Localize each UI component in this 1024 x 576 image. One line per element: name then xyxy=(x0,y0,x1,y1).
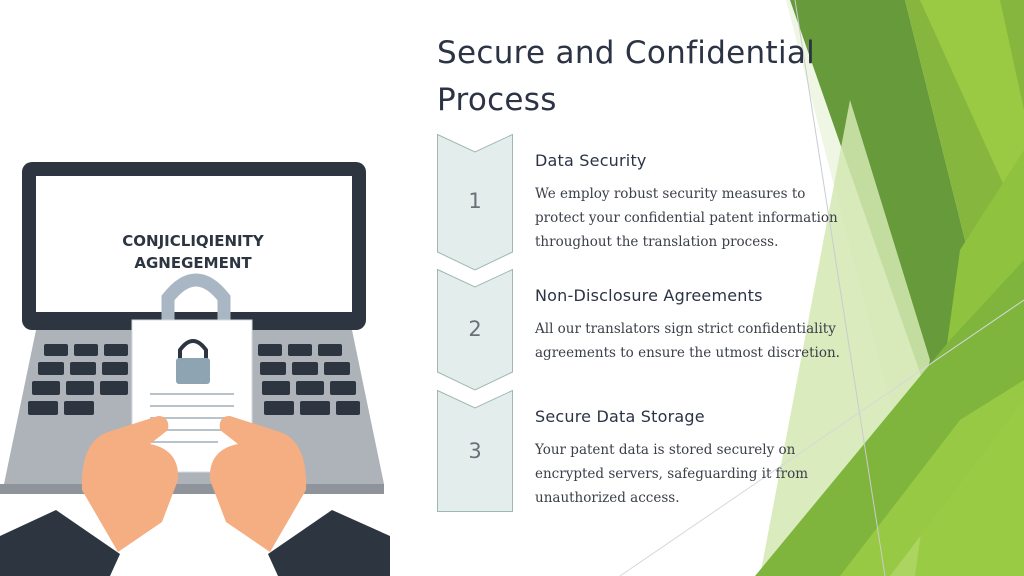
step-1-description: We employ robust security measures to pr… xyxy=(535,186,838,250)
screen-text-line1: CONJICLIQIENITY xyxy=(122,232,265,250)
confidentiality-illustration: CONJICLIQIENITY AGNEGEMENT xyxy=(0,162,390,576)
bg-thin-line-2 xyxy=(619,299,1024,576)
step-1-chevron-shape xyxy=(437,134,513,271)
step-1-number: 1 xyxy=(468,189,482,213)
step-2-chevron-shape xyxy=(437,269,513,391)
step-2-description: All our translators sign strict confiden… xyxy=(535,321,840,361)
step-2-title: Non-Disclosure Agreements xyxy=(535,286,763,305)
bg-shape-bottom-green xyxy=(755,260,1024,576)
step-1-chevron: 1 xyxy=(437,134,513,271)
step-2-number: 2 xyxy=(468,317,482,341)
slide-title: Secure and Confidential Process xyxy=(437,35,816,118)
keyboard xyxy=(28,344,360,415)
left-sleeve xyxy=(0,510,120,576)
left-hand xyxy=(81,416,179,552)
right-hand xyxy=(209,416,307,552)
laptop-base-edge xyxy=(0,484,384,494)
step-3-title: Secure Data Storage xyxy=(535,407,705,426)
step-3-description: Your patent data is stored securely on e… xyxy=(535,442,809,506)
step-1-title: Data Security xyxy=(535,151,647,170)
bg-shape-bright-green xyxy=(920,0,1024,230)
step-3-chevron: 3 xyxy=(437,390,513,512)
right-sleeve xyxy=(268,510,390,576)
laptop-screen xyxy=(36,176,352,312)
screen-text-line2: AGNEGEMENT xyxy=(134,254,252,272)
lock-icon xyxy=(176,358,210,384)
step-3-chevron-shape xyxy=(437,390,513,512)
small-lock-shackle-icon xyxy=(178,339,208,360)
bg-shape-bottom-bright xyxy=(840,380,1024,576)
step-2-chevron: 2 xyxy=(437,269,513,391)
bg-thin-line xyxy=(794,0,886,576)
big-lock-shackle-icon xyxy=(161,273,231,322)
step-3-number: 3 xyxy=(468,439,482,463)
